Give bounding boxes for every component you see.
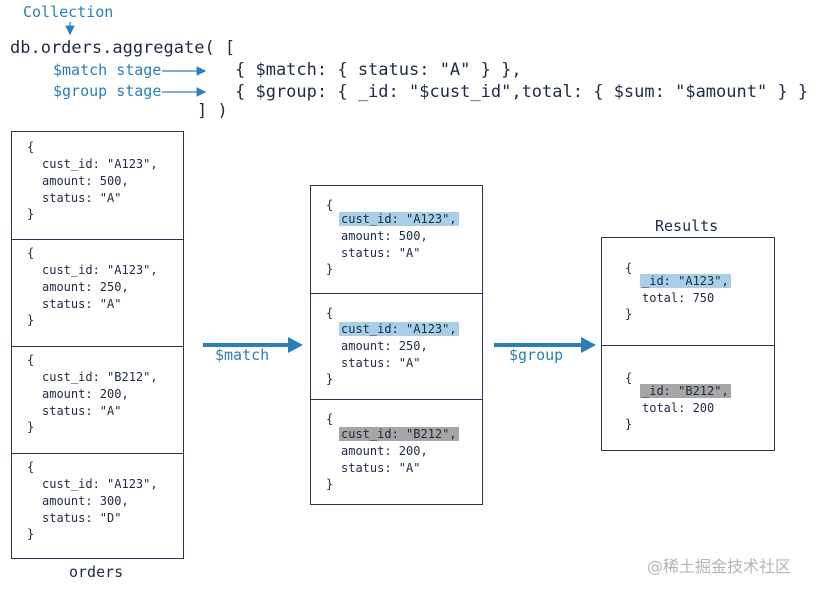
doc-open-brace: {	[625, 261, 633, 275]
doc-cust-id: cust_id: "B212",	[42, 370, 158, 384]
collection-label: Collection	[23, 3, 114, 21]
result-total: total: 750	[642, 291, 715, 305]
watermark-text: @稀土掘金技术社区	[647, 557, 792, 576]
doc-close-brace: }	[326, 262, 334, 276]
order-document: { cust_id: "A123", amount: 250, status: …	[12, 239, 183, 346]
group-stage-code: { $group: { _id: "$cust_id",total: { $su…	[235, 82, 820, 102]
doc-cust-id: cust_id: "A123",	[42, 157, 158, 171]
result-id-highlighted: _id: "A123",	[640, 274, 731, 288]
doc-status: status: "D"	[42, 511, 122, 525]
orders-collection-box: { cust_id: "A123", amount: 500, status: …	[11, 131, 184, 559]
orders-caption: orders	[69, 563, 124, 581]
doc-cust-id-highlighted: cust_id: "A123",	[339, 212, 459, 226]
aggregate-call-line: db.orders.aggregate( [	[10, 38, 236, 58]
doc-close-brace: }	[625, 417, 633, 431]
doc-open-brace: {	[27, 353, 35, 367]
doc-close-brace: }	[27, 313, 35, 327]
doc-open-brace: {	[27, 460, 35, 474]
doc-status: status: "A"	[341, 356, 421, 370]
doc-cust-id: cust_id: "A123",	[42, 263, 158, 277]
group-stage-label: $group stage	[53, 82, 162, 100]
doc-open-brace: {	[27, 246, 35, 260]
matched-document: { cust_id: "B212", amount: 200, status: …	[311, 399, 482, 506]
doc-close-brace: }	[27, 527, 35, 541]
matched-documents-box: { cust_id: "A123", amount: 500, status: …	[310, 185, 483, 505]
match-stage-label: $match stage	[53, 61, 162, 79]
doc-status: status: "A"	[341, 246, 421, 260]
result-total: total: 200	[642, 401, 715, 415]
doc-cust-id-highlighted: cust_id: "B212",	[339, 427, 459, 441]
doc-open-brace: {	[625, 371, 633, 385]
doc-status: status: "A"	[341, 461, 421, 475]
doc-amount: amount: 200,	[42, 387, 129, 401]
match-stage-code: { $match: { status: "A" } },	[235, 60, 522, 80]
doc-open-brace: {	[326, 198, 334, 212]
doc-open-brace: {	[326, 412, 334, 426]
order-document: { cust_id: "A123", amount: 300, status: …	[12, 453, 183, 560]
doc-open-brace: {	[326, 306, 334, 320]
doc-cust-id: cust_id: "A123",	[42, 477, 158, 491]
result-document: { _id: "B212", total: 200 }	[602, 345, 774, 452]
doc-cust-id-highlighted: cust_id: "A123",	[339, 322, 459, 336]
doc-amount: amount: 500,	[341, 229, 428, 243]
doc-status: status: "A"	[42, 191, 122, 205]
doc-status: status: "A"	[42, 404, 122, 418]
order-document: { cust_id: "A123", amount: 500, status: …	[12, 132, 183, 239]
doc-amount: amount: 300,	[42, 494, 129, 508]
order-document: { cust_id: "B212", amount: 200, status: …	[12, 346, 183, 453]
doc-close-brace: }	[326, 477, 334, 491]
doc-amount: amount: 250,	[42, 280, 129, 294]
doc-amount: amount: 250,	[341, 339, 428, 353]
doc-amount: amount: 500,	[42, 174, 129, 188]
doc-status: status: "A"	[42, 297, 122, 311]
doc-amount: amount: 200,	[341, 444, 428, 458]
match-flow-arrowhead	[288, 337, 303, 353]
aggregate-close-line: ] )	[197, 101, 228, 121]
group-arrow-label: $group	[509, 346, 564, 364]
result-id-highlighted: _id: "B212",	[640, 384, 731, 398]
results-box: { _id: "A123", total: 750 } { _id: "B212…	[601, 237, 775, 451]
doc-close-brace: }	[625, 307, 633, 321]
match-arrow-label: $match	[215, 346, 270, 364]
doc-close-brace: }	[326, 372, 334, 386]
matched-document: { cust_id: "A123", amount: 500, status: …	[311, 186, 482, 293]
results-title: Results	[655, 217, 719, 235]
doc-close-brace: }	[27, 207, 35, 221]
group-flow-arrowhead	[581, 337, 596, 353]
result-document: { _id: "A123", total: 750 }	[602, 238, 774, 345]
doc-close-brace: }	[27, 420, 35, 434]
matched-document: { cust_id: "A123", amount: 250, status: …	[311, 293, 482, 399]
doc-open-brace: {	[27, 140, 35, 154]
